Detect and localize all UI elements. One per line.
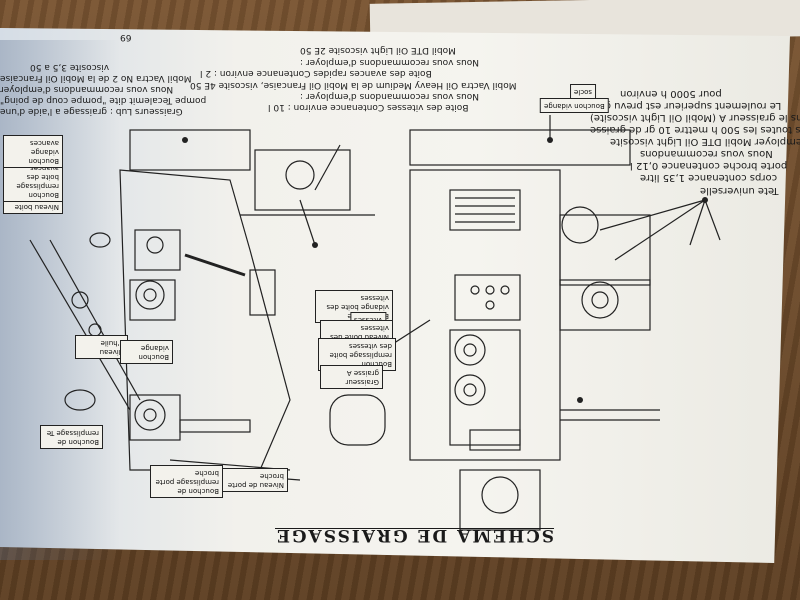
- graisseurs-line5: viscosite 3,5 a 50: [30, 62, 110, 72]
- center-line2: Nous vous recommandons d'employer :: [300, 91, 479, 101]
- label-bouchon-remplissage-porte-broche: Bouchon de remplissage porte broche: [150, 465, 223, 498]
- tete-line6: De plus toutes les 500 h mettre 10 gr de…: [590, 124, 800, 135]
- page-number: 69: [120, 32, 132, 42]
- tete-line9: pour 5000 h environ: [620, 88, 722, 99]
- label-bouchon-vidange-avances: Bouchon vidange avances: [3, 135, 63, 168]
- tete-line5: d'employer Mobil DTE Oil Light viscosite: [610, 136, 800, 147]
- center-line3: Mobil Vactra Oil Heavy Medium de la Mobi…: [190, 80, 517, 90]
- label-niveau-porte-broche: Niveau de porte broche: [220, 468, 288, 492]
- tete-line4: Nous vous recommandons: [640, 148, 773, 159]
- tete-line3: porte broche contenance 0,12 l: [630, 160, 788, 171]
- graisseurs-line2: pompe Tecalemit dite "pompe coup de poin…: [0, 95, 207, 105]
- tete-line7: dans le graisseur A (Mobil Oil Light vis…: [590, 112, 800, 123]
- graisseurs-line4: Mobil Vactra No 2 de la Mobil Oil Franca…: [0, 73, 192, 83]
- center-line5: Nous vous recommandons d'employer :: [300, 57, 479, 67]
- center-line4: Boite des avances rapides Contenance env…: [200, 68, 432, 78]
- label-bouchon-remplissage-te: Bouchon de remplissage Te: [40, 425, 103, 449]
- label-socle: socle: [570, 84, 597, 99]
- page-title: SCHEMA DE GRAISSAGE: [275, 525, 555, 545]
- center-line6: Mobil DTE Oil Light viscosite 2E 50: [300, 45, 456, 55]
- tete-line2: corps contenance 1,35 litre: [640, 172, 778, 183]
- shadow: [0, 40, 120, 560]
- graisseurs-line3: Nous vous recommandons d'employer: [0, 84, 174, 94]
- center-line1: Boite des vitesses Contenance environ : …: [268, 102, 469, 112]
- lubrication-schematic-sheet: [0, 28, 790, 563]
- label-bouchon-vidange-small: Bouchon vidange: [120, 340, 173, 364]
- tete-line1: Tete universelle: [700, 185, 779, 196]
- label-bouchon-vidange-top: Bouchon vidange: [540, 98, 609, 113]
- label-graisseur: Graisseur graisse A: [320, 365, 383, 389]
- graisseurs-line1: Graisseurs Lub : graissage a l'aide d'un…: [0, 106, 183, 116]
